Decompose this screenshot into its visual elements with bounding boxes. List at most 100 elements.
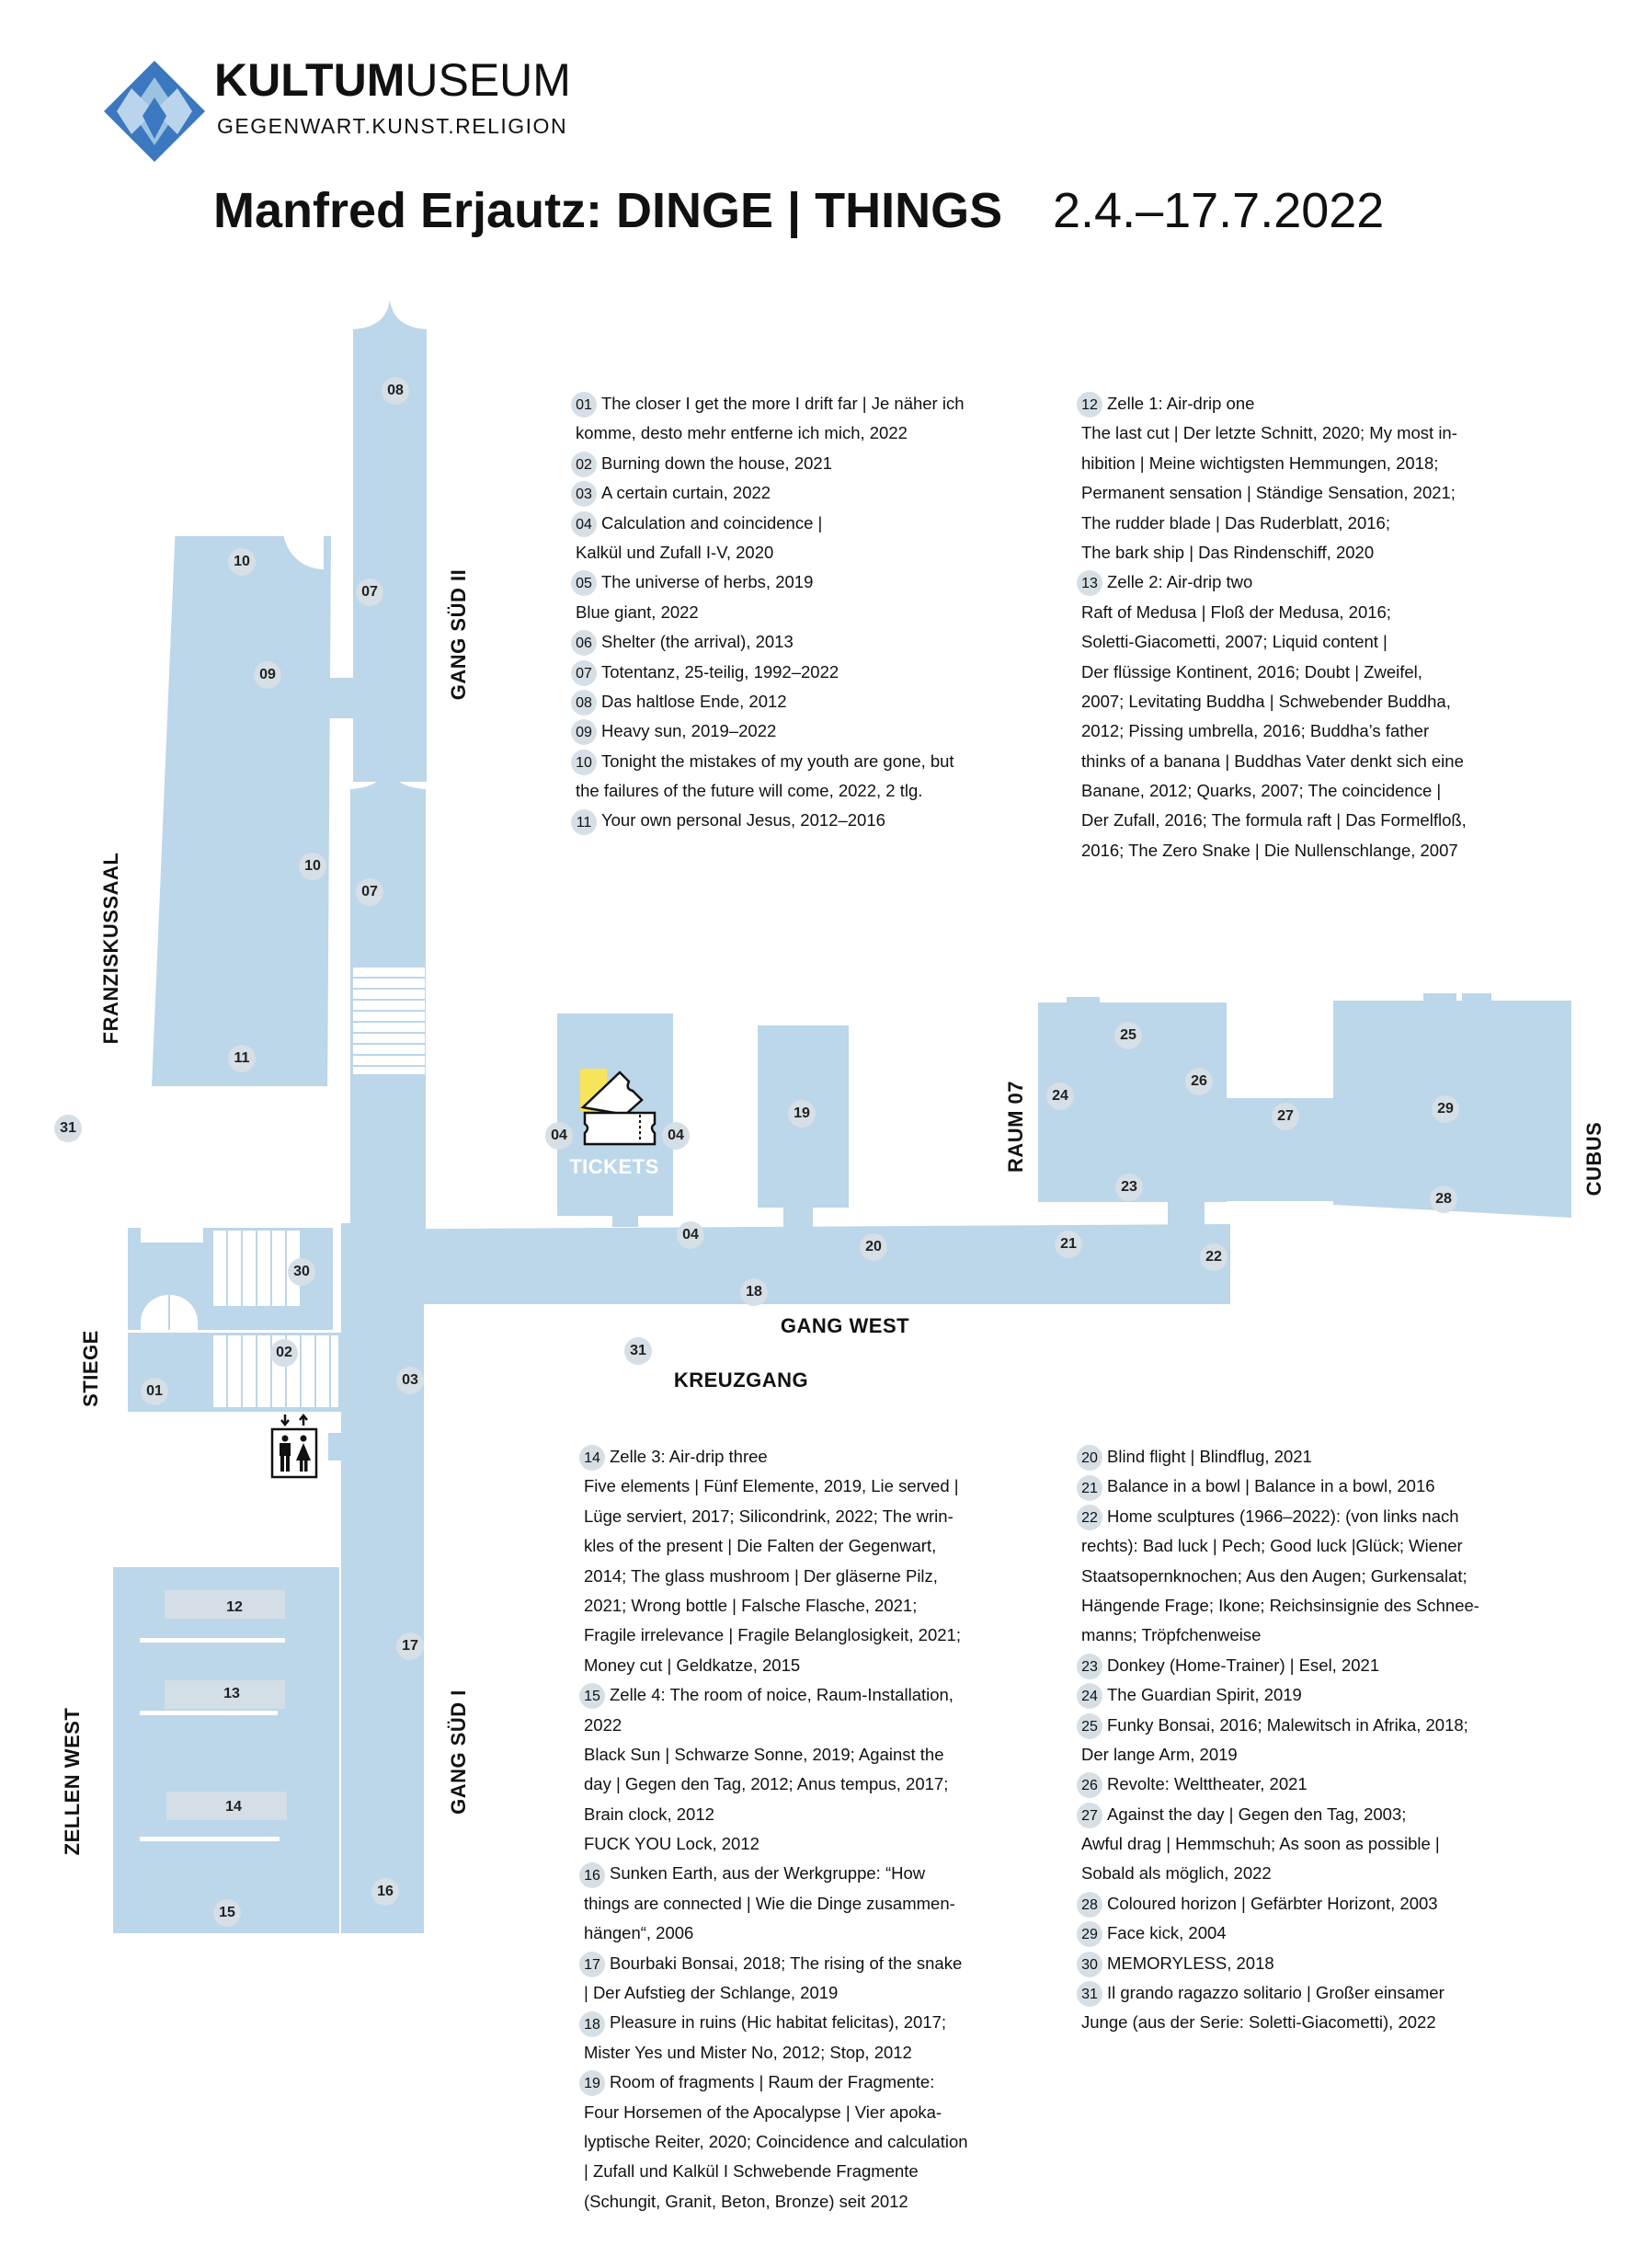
wall: [140, 1711, 278, 1715]
legend-text: Room of fragments | Raum der Fragmente:: [610, 2072, 935, 2092]
room-zellen-west[interactable]: [113, 1567, 339, 1933]
legend-text: manns; Tröpfchenweise: [1081, 1625, 1262, 1645]
map-marker[interactable]: 21: [1055, 1231, 1082, 1258]
room-gang-sued-2[interactable]: [353, 329, 427, 782]
legend-item-line: Mister Yes und Mister No, 2012; Stop, 20…: [584, 2038, 1062, 2068]
legend-item-line: Soletti-Giacometti, 2007; Liquid content…: [1081, 627, 1559, 657]
legend-text: Zelle 2: Air-drip two: [1107, 572, 1253, 592]
map-marker[interactable]: 30: [288, 1258, 315, 1286]
legend-text: 2021; Wrong bottle | Falsche Flasche, 20…: [584, 1595, 918, 1615]
legend-text: The universe of herbs, 2019: [601, 572, 814, 592]
legend-item-line: 2014; The glass mushroom | Der gläserne …: [584, 1562, 1062, 1591]
legend-number-badge: 11: [571, 808, 597, 835]
map-marker[interactable]: 25: [1114, 1022, 1142, 1049]
legend-text: thinks of a banana | Buddhas Vater denkt…: [1081, 750, 1464, 771]
legend-text: hängen“, 2006: [584, 1923, 694, 1943]
legend-number-badge: 04: [571, 510, 597, 537]
legend-item-line: rechts): Bad luck | Pech; Good luck |Glü…: [1081, 1531, 1559, 1561]
map-marker[interactable]: 17: [396, 1632, 424, 1660]
map-marker[interactable]: 07: [356, 878, 383, 906]
map-marker[interactable]: 15: [213, 1899, 241, 1927]
map-marker[interactable]: 28: [1430, 1186, 1457, 1213]
legend-item-line: day | Gegen den Tag, 2012; Anus tempus, …: [584, 1770, 1062, 1799]
legend-text: 2014; The glass mushroom | Der gläserne …: [584, 1565, 938, 1586]
legend-text: Home sculptures (1966–2022): (von links …: [1107, 1506, 1459, 1526]
legend-text: Blue giant, 2022: [576, 601, 699, 622]
legend-item-line: Sobald als möglich, 2022: [1081, 1859, 1559, 1888]
legend-number-badge: 29: [1077, 1921, 1102, 1948]
map-marker[interactable]: 26: [1185, 1068, 1213, 1095]
legend-item-line: The last cut | Der letzte Schnitt, 2020;…: [1081, 418, 1559, 448]
map-marker[interactable]: 08: [382, 377, 409, 405]
ticket-icon: [580, 1071, 657, 1146]
legend-number-badge: 16: [579, 1861, 605, 1888]
map-marker[interactable]: 12: [226, 1599, 243, 1615]
map-marker[interactable]: 29: [1432, 1095, 1459, 1123]
map-marker[interactable]: 01: [141, 1378, 168, 1405]
map-marker[interactable]: 04: [662, 1122, 690, 1150]
map-marker[interactable]: 04: [677, 1221, 704, 1249]
map-marker[interactable]: 22: [1200, 1243, 1228, 1271]
legend-item-line: hängen“, 2006: [584, 1919, 1062, 1948]
map-marker[interactable]: 19: [788, 1100, 816, 1128]
legend-text: Black Sun | Schwarze Sonne, 2019; Agains…: [584, 1744, 944, 1764]
legend-item-line: 2021; Wrong bottle | Falsche Flasche, 20…: [584, 1591, 1062, 1621]
legend-text: Pleasure in ruins (Hic habitat felicitas…: [610, 2012, 947, 2033]
map-marker[interactable]: 31: [624, 1337, 652, 1365]
map-marker[interactable]: 10: [299, 853, 326, 880]
room-franziskussaal[interactable]: [152, 536, 331, 1086]
map-marker[interactable]: 20: [860, 1233, 887, 1261]
map-marker[interactable]: 02: [270, 1339, 298, 1367]
map-marker[interactable]: 27: [1272, 1103, 1299, 1130]
map-marker[interactable]: 18: [740, 1278, 768, 1306]
room-gang-west[interactable]: [421, 1224, 1230, 1304]
label-stiege: STIEGE: [79, 1330, 102, 1407]
legend-text: Il grando ragazzo solitario | Großer ein…: [1107, 1983, 1445, 2003]
logo-diamond-icon: [104, 61, 205, 162]
legend-text: kles of the present | Die Falten der Geg…: [584, 1536, 937, 1556]
connector: [328, 1433, 345, 1460]
room-gang-sued-1[interactable]: [341, 1223, 424, 1933]
legend-text: Soletti-Giacometti, 2007; Liquid content…: [1081, 632, 1387, 652]
map-marker[interactable]: 14: [225, 1799, 242, 1815]
legend-text: Hängende Frage; Ikone; Reichsinsignie de…: [1081, 1595, 1479, 1615]
connector: [1168, 1196, 1205, 1227]
stairs: [353, 968, 425, 1074]
legend-item-line: manns; Tröpfchenweise: [1081, 1621, 1559, 1650]
legend-text: things are connected | Wie die Dinge zus…: [584, 1893, 955, 1913]
legend-text: | Zufall und Kalkül I Schwebende Fragmen…: [584, 2161, 919, 2182]
legend-text: Brain clock, 2012: [584, 1804, 714, 1824]
map-marker[interactable]: 09: [254, 661, 281, 689]
legend-item-line: (Schungit, Granit, Beton, Bronze) seit 2…: [584, 2187, 1062, 2216]
map-marker[interactable]: 31: [54, 1115, 82, 1142]
legend-text: day | Gegen den Tag, 2012; Anus tempus, …: [584, 1774, 949, 1794]
map-marker[interactable]: 07: [356, 578, 383, 606]
legend-text: Zelle 3: Air-drip three: [610, 1447, 768, 1466]
legend-text: Der flüssige Kontinent, 2016; Doubt | Zw…: [1081, 661, 1422, 682]
map-marker[interactable]: 16: [371, 1878, 399, 1906]
map-marker[interactable]: 24: [1046, 1082, 1074, 1110]
legend-text: Blind flight | Blindflug, 2021: [1107, 1447, 1312, 1466]
legend-item-line: FUCK YOU Lock, 2012: [584, 1829, 1062, 1859]
wall: [141, 1228, 203, 1243]
map-marker[interactable]: 13: [223, 1686, 240, 1701]
legend-text: Sunken Earth, aus der Werkgruppe: “How: [610, 1863, 926, 1884]
map-marker[interactable]: 04: [545, 1122, 573, 1150]
map-marker[interactable]: 11: [228, 1045, 256, 1072]
map-marker[interactable]: 03: [396, 1367, 424, 1394]
wall: [140, 1837, 280, 1841]
map-marker[interactable]: 10: [228, 548, 256, 576]
legend-item-line: Four Horsemen of the Apocalypse | Vier a…: [584, 2098, 1062, 2127]
map-marker[interactable]: 23: [1115, 1174, 1143, 1201]
legend-text: Shelter (the arrival), 2013: [601, 632, 794, 652]
